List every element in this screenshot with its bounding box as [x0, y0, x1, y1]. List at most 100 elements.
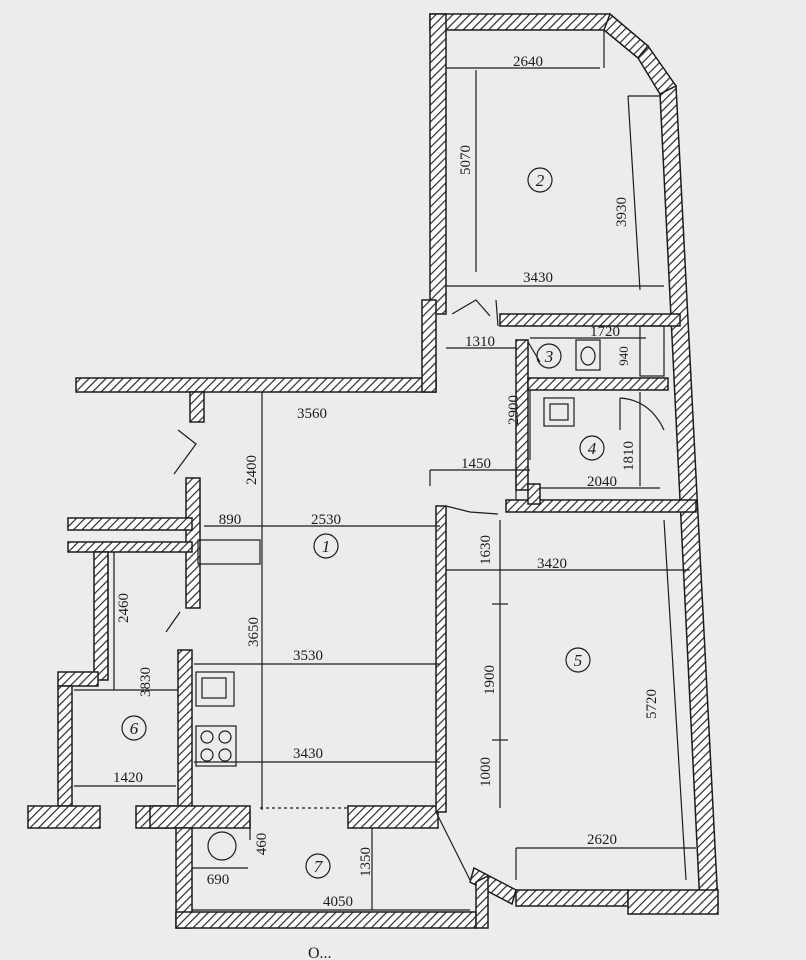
dim-label: 3430	[293, 746, 323, 762]
wall	[475, 874, 489, 929]
window-line	[627, 95, 641, 291]
burner	[200, 748, 214, 762]
door-swing	[435, 811, 471, 881]
walls	[27, 12, 719, 929]
dim-label: 1720	[590, 324, 620, 340]
room-number-4: 4	[588, 439, 597, 458]
room-labels: 2 3 4 1 5 6 7	[121, 167, 605, 879]
appliance	[197, 539, 261, 565]
dim-label: 3420	[537, 556, 567, 572]
burner	[218, 730, 232, 744]
wall	[527, 377, 669, 391]
dim-label: 1900	[482, 665, 498, 695]
room-circle	[527, 167, 553, 193]
dim-label: 2900	[506, 395, 522, 425]
room-number-5: 5	[574, 651, 583, 670]
wall	[93, 551, 109, 681]
dim-label: 3560	[297, 406, 327, 422]
wall	[67, 541, 193, 553]
door-swing	[527, 341, 541, 363]
door-swing	[165, 611, 181, 633]
dim-label: 1350	[358, 847, 374, 877]
wall	[603, 12, 650, 60]
room-circle	[121, 715, 147, 741]
dim-label: 3830	[138, 667, 154, 697]
wall	[429, 13, 611, 31]
wall	[429, 13, 447, 315]
wall	[515, 889, 629, 907]
wall	[637, 44, 678, 95]
wall	[659, 84, 719, 906]
wall	[347, 805, 439, 829]
room-number-7: 7	[314, 857, 324, 876]
kitchen-sink	[195, 671, 235, 707]
wall	[527, 483, 541, 505]
wall	[627, 889, 719, 915]
dim-label: 5070	[458, 145, 474, 175]
dim-label: 890	[219, 512, 242, 528]
dim-label: 940	[616, 346, 631, 366]
room-number-3: 3	[544, 347, 554, 366]
dim-label: 2400	[244, 455, 260, 485]
stove	[195, 725, 237, 767]
wall	[175, 911, 477, 929]
dimension-line	[663, 519, 687, 881]
dim-label: 1630	[478, 535, 494, 565]
thin-lines	[74, 30, 696, 911]
room-circle	[579, 435, 605, 461]
dim-label: 1810	[621, 441, 637, 471]
dim-label: 3530	[293, 648, 323, 664]
wall	[499, 313, 681, 327]
dim-label: 2040	[587, 474, 617, 490]
room-circle	[305, 853, 331, 879]
dim-label: 3430	[523, 270, 553, 286]
sink-basin	[549, 403, 569, 421]
bath-shelf	[639, 325, 665, 377]
room-circle	[536, 343, 562, 369]
dim-label: 5720	[644, 689, 660, 719]
burner	[218, 748, 232, 762]
dimension-labels: 2640 5070 3930 3430 1720 940 1310 2900 2…	[113, 54, 660, 910]
dim-label: 3930	[614, 197, 630, 227]
dim-label: 3650	[246, 617, 262, 647]
dim-label: 2640	[513, 54, 543, 70]
door-leaf	[495, 299, 499, 327]
wall	[57, 671, 99, 687]
wall	[67, 517, 193, 531]
boiler	[207, 831, 237, 861]
toilet	[575, 339, 601, 371]
wall	[75, 377, 437, 393]
room-circle	[313, 533, 339, 559]
room-circle	[565, 647, 591, 673]
room-number-6: 6	[130, 719, 139, 738]
dim-label: 1310	[465, 334, 495, 350]
door-swing	[445, 505, 499, 515]
sink	[543, 397, 575, 427]
dim-label: 2530	[311, 512, 341, 528]
door-swing	[451, 299, 491, 317]
wall	[177, 649, 193, 821]
dim-label: 2460	[116, 593, 132, 623]
wall	[435, 505, 447, 813]
burner	[200, 730, 214, 744]
wall	[149, 805, 251, 829]
plan-caption: О...	[308, 945, 332, 960]
dim-label: 1000	[478, 757, 494, 787]
dim-label: 1420	[113, 770, 143, 786]
dim-label: 460	[254, 833, 270, 856]
wall	[505, 499, 697, 513]
dim-label: 2620	[587, 832, 617, 848]
shower-arc	[619, 397, 665, 431]
wall	[57, 685, 73, 807]
dim-label: 1450	[461, 456, 491, 472]
wall	[515, 339, 529, 491]
room-number-2: 2	[536, 171, 545, 190]
dim-label: 4050	[323, 894, 353, 910]
kitchen-sink-basin	[201, 677, 227, 699]
wall	[27, 805, 101, 829]
door-swing	[173, 429, 197, 475]
wall	[421, 299, 437, 393]
toilet-bowl	[580, 346, 596, 366]
wall	[469, 866, 517, 906]
